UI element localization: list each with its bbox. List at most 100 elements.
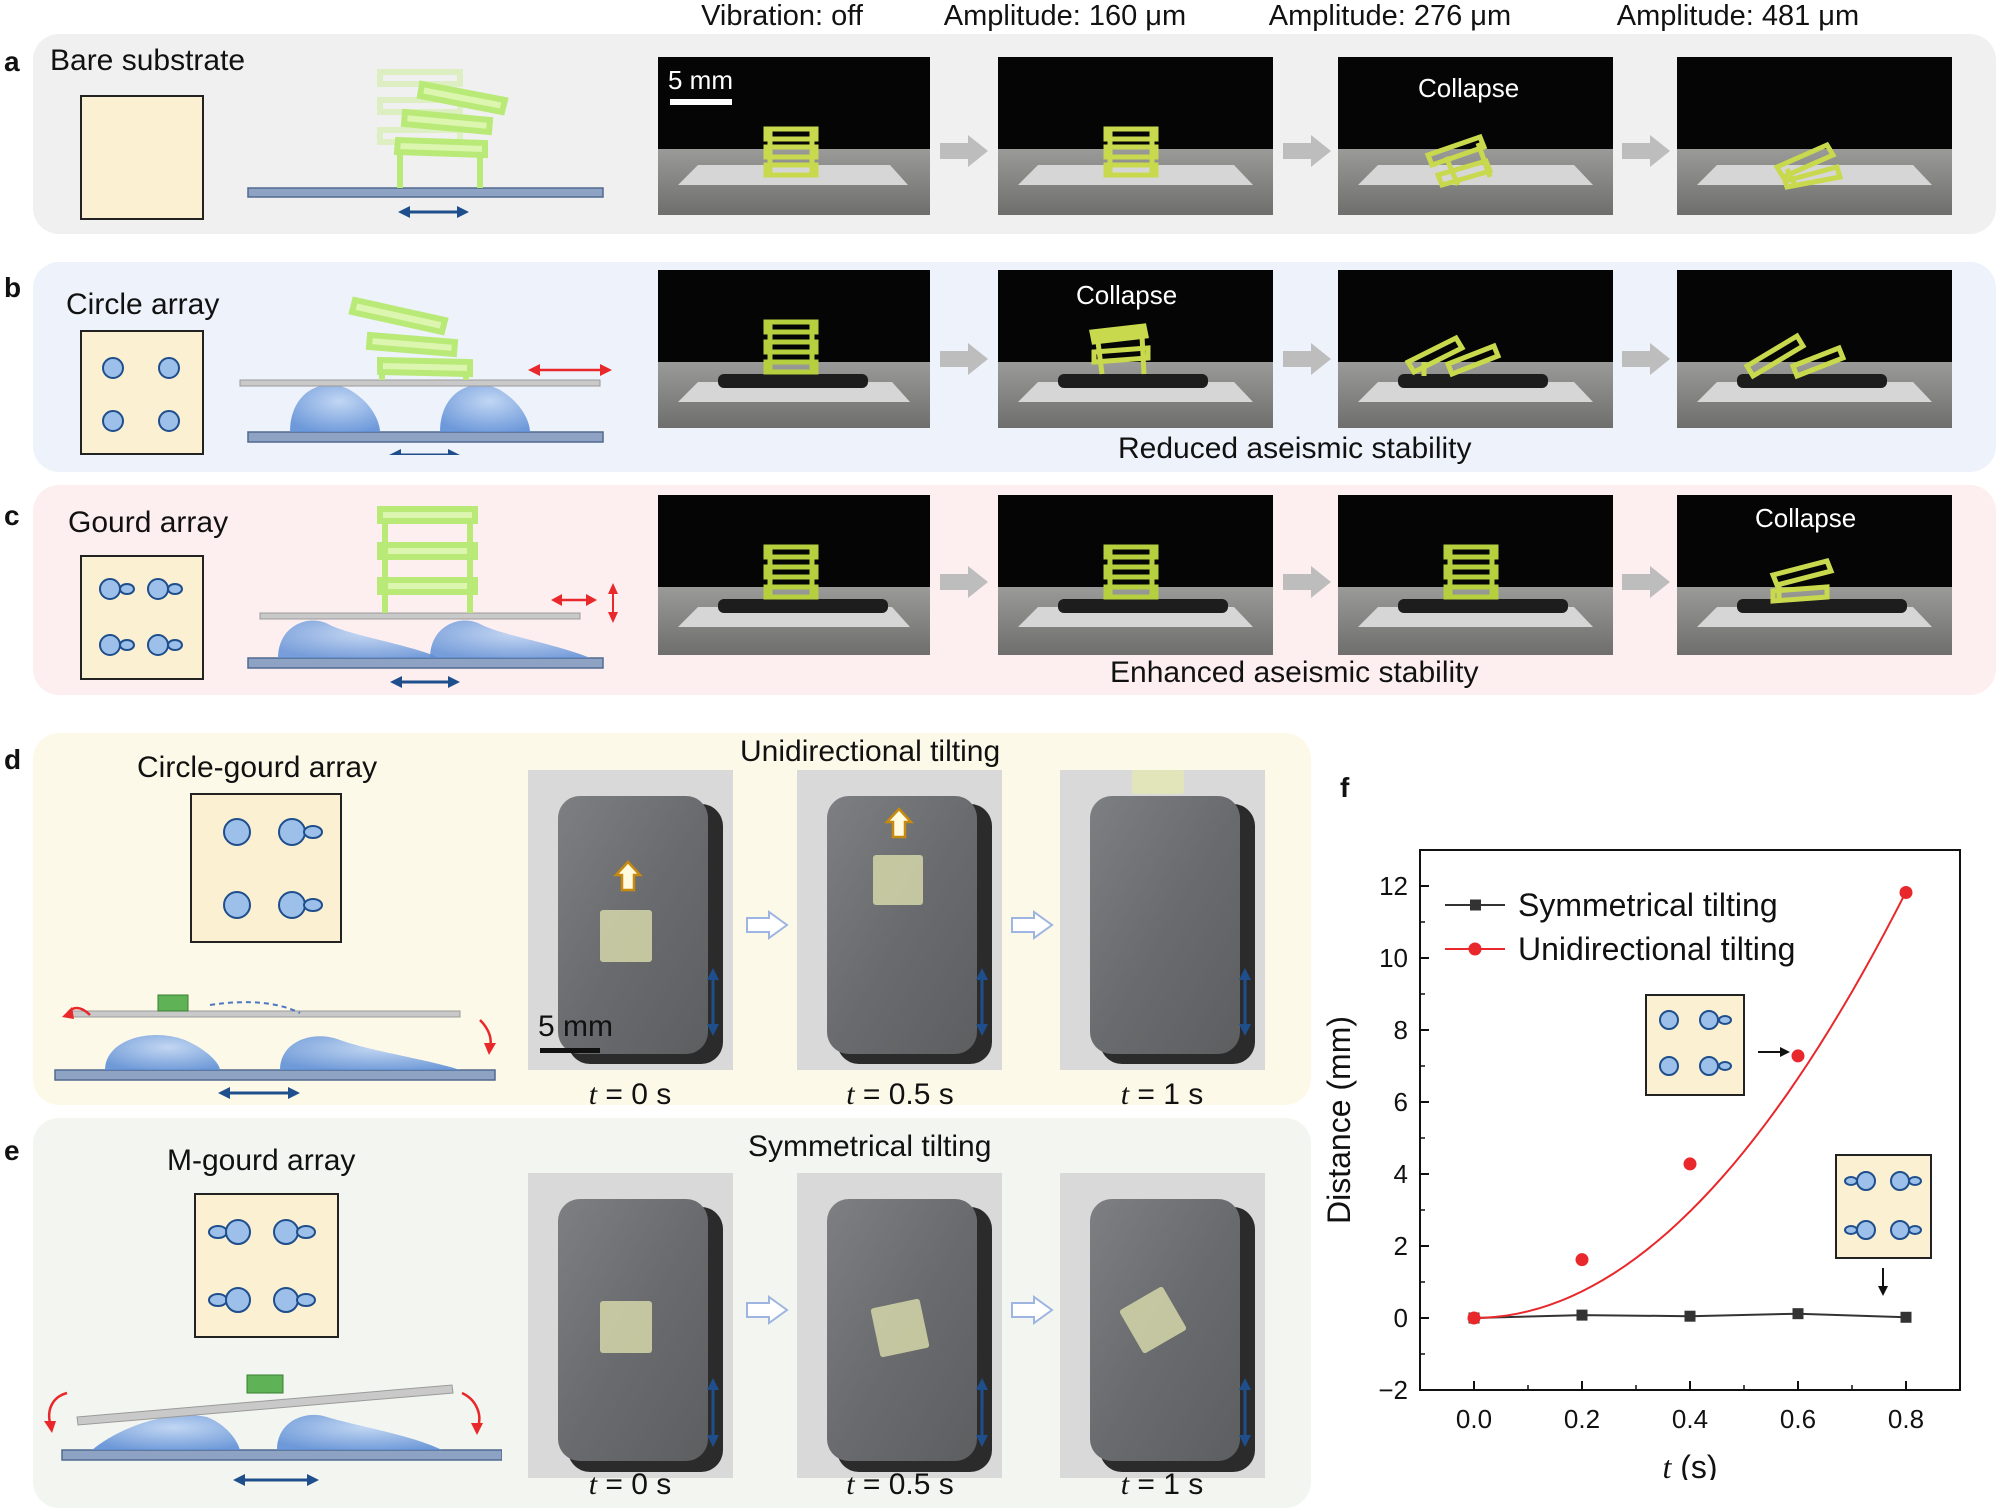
arrow-right-outline-icon [1011,1295,1054,1325]
m-gourd-array-icon [194,1193,339,1338]
unidirectional-point [1791,1049,1805,1063]
legend-label-unidirectional: Unidirectional tilting [1518,931,1795,967]
photo-c-0 [658,495,930,655]
time-var: t [1120,1078,1130,1111]
bare-substrate-icon [80,95,204,220]
panel-b-caption: Reduced aseismic stability [1118,432,1472,465]
panel-e-schematic [44,1374,502,1486]
scale-bar-label: 5 mm [668,65,733,95]
circle-dot-icon [158,357,180,379]
scale-bar-label: 5 mm [538,1010,613,1043]
arrow-right-icon [940,566,988,598]
unidirectional-point [1899,885,1913,899]
y-tick-label: 12 [1379,871,1408,901]
panel-label-c: c [4,500,20,531]
panel-e-title: M-gourd array [167,1144,356,1177]
arrow-right-icon [940,135,988,167]
time-value: = 0.5 s [862,1078,954,1111]
photo-b-2 [1338,270,1613,428]
inset-m-gourd-icon [1835,1154,1932,1296]
arrow-right-icon [1622,343,1670,375]
time-label-d-2: t = 1 s [1057,1078,1267,1112]
panel-b-title: Circle array [66,288,220,321]
x-axis-label: t (s) [1662,1449,1717,1480]
x-tick-label: 0.2 [1564,1404,1600,1434]
collapse-label: Collapse [1755,503,1857,533]
collapse-label: Collapse [1076,280,1178,310]
unidirectional-point [1683,1157,1697,1171]
time-var: t [846,1468,855,1501]
time-var: t [846,1078,855,1111]
time-label-e-1: t = 0.5 s [795,1468,1005,1502]
time-value: = 0.5 s [862,1468,954,1501]
circle-gourd-array-icon [190,793,342,943]
y-axis-label: Distance (mm) [1321,1016,1357,1224]
symmetrical-point [1792,1308,1804,1320]
arrow-right-icon [1283,566,1331,598]
y-tick-label: 10 [1379,943,1408,973]
circle-dot-icon [102,410,124,432]
panel-c-caption: Enhanced aseismic stability [1110,656,1479,689]
arrow-right-icon [1622,566,1670,598]
panel-a-title: Bare substrate [50,44,246,77]
legend-marker-symmetrical [1470,899,1481,911]
y-tick-label: 4 [1394,1159,1408,1189]
photo-e-1 [797,1173,1002,1478]
time-label-e-2: t = 1 s [1057,1468,1267,1502]
panel-a-schematic [247,69,604,218]
panel-label-a: a [4,46,20,77]
unidirectional-point [1467,1311,1481,1325]
circle-dot-icon [158,410,180,432]
panel-c-schematic [247,506,618,688]
photo-a-2: Collapse [1338,57,1613,215]
collapse-label: Collapse [1418,73,1520,103]
y-tick-label: 2 [1394,1231,1408,1261]
panel-c-title: Gourd array [68,506,229,539]
column-title-3: Amplitude: 481 μm [1616,0,1860,32]
photo-b-0 [658,270,930,428]
arrow-right-outline-icon [746,910,789,940]
column-title-0: Vibration: off [701,0,863,32]
circle-array-icon [80,330,204,455]
panel-label-d: d [4,744,22,775]
x-tick-label: 0.4 [1672,1404,1708,1434]
photo-c-3: Collapse [1677,495,1952,655]
panel-e-heading: Symmetrical tilting [748,1130,992,1163]
photo-a-0: 5 mm [658,57,930,215]
panel-label-f: f [1340,772,1350,803]
x-tick-label: 0.0 [1456,1404,1492,1434]
symmetrical-point [1684,1310,1696,1322]
panel-d-heading: Unidirectional tilting [740,735,1001,768]
panel-b-schematic [239,296,612,455]
photo-c-1 [998,495,1273,655]
y-tick-label: 8 [1394,1015,1408,1045]
circle-dot-icon [102,357,124,379]
photo-b-3 [1677,270,1952,428]
time-value: = 0 s [605,1468,672,1501]
legend-marker-unidirectional [1468,942,1482,956]
arrow-right-icon [1622,135,1670,167]
arrow-right-icon [940,343,988,375]
photo-a-1 [998,57,1273,215]
scale-bar [670,99,732,105]
photo-d-1 [797,770,1002,1070]
photo-a-3 [1677,57,1952,215]
panel-d-schematic [54,994,496,1099]
time-value: = 1 s [1137,1078,1204,1111]
photo-e-0 [528,1173,733,1478]
time-var: t [1120,1468,1130,1501]
panel-d-title: Circle-gourd array [137,751,378,784]
unidirectional-point [1575,1253,1589,1267]
panel-label-b: b [4,272,22,303]
photo-d-2 [1060,770,1265,1070]
symmetrical-point [1900,1311,1912,1323]
time-label-e-0: t = 0 s [525,1468,735,1502]
photo-b-1: Collapse [998,270,1273,428]
x-tick-label: 0.6 [1780,1404,1816,1434]
scale-bar [540,1048,600,1053]
column-title-1: Amplitude: 160 μm [943,0,1187,32]
inset-circle-gourd-icon [1645,994,1790,1096]
x-tick-label: 0.8 [1888,1404,1924,1434]
symmetrical-point [1576,1309,1588,1321]
gourd-array-icon [80,555,204,680]
